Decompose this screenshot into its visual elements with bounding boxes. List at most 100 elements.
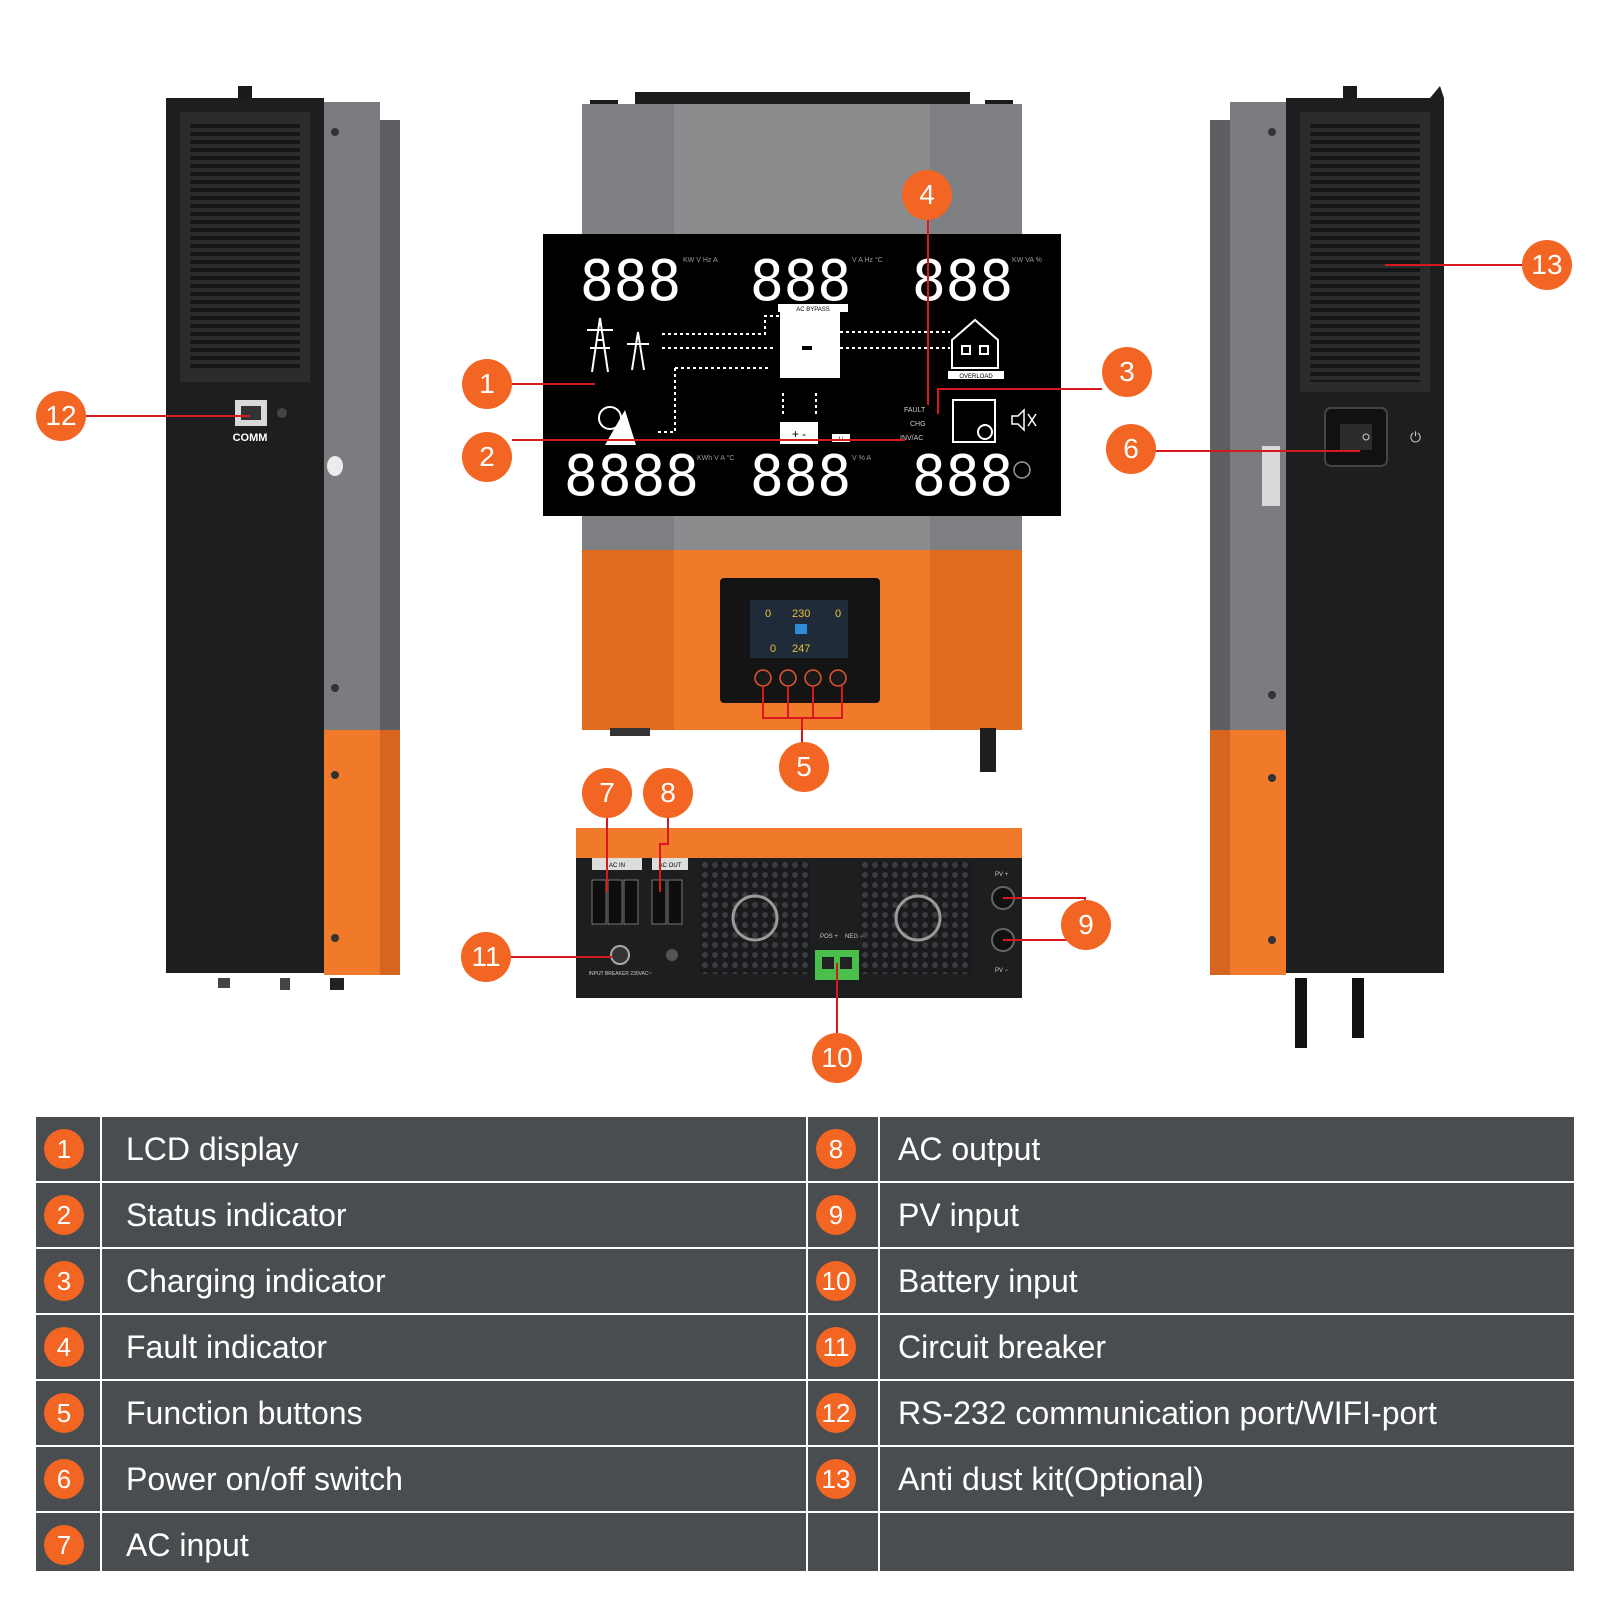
power-icon: ⏻ bbox=[1410, 429, 1421, 445]
up-button[interactable] bbox=[779, 669, 797, 687]
product-diagram: COMM 0 230 0 0 2 4 7 bbox=[86, 86, 1532, 1048]
legend-number: 13 bbox=[816, 1459, 856, 1499]
svg-text:+ -: + - bbox=[792, 427, 806, 441]
power-switch[interactable] bbox=[1340, 424, 1372, 450]
lcd-digits-bottom-mid: 888 bbox=[750, 444, 851, 509]
legend-row: 1 LCD display bbox=[36, 1117, 806, 1183]
charging-indicator: CHG bbox=[910, 421, 926, 428]
legend-row: 5 Function buttons bbox=[36, 1381, 806, 1447]
svg-text:0: 0 bbox=[765, 608, 771, 620]
pos-label: POS + bbox=[820, 934, 838, 940]
legend-number: 4 bbox=[44, 1327, 84, 1367]
legend-row: 12 RS-232 communication port/WIFI-port bbox=[808, 1381, 1574, 1447]
left-vent-grille bbox=[190, 120, 300, 370]
callout-10: 10 bbox=[812, 1033, 862, 1083]
legend-row: 11 Circuit breaker bbox=[808, 1315, 1574, 1381]
callout-9: 9 bbox=[1061, 900, 1111, 950]
legend-row: 13 Anti dust kit(Optional) bbox=[808, 1447, 1574, 1513]
ac-out-label: AC OUT bbox=[659, 863, 682, 869]
legend-number: 1 bbox=[44, 1129, 84, 1169]
solar-panel-icon bbox=[598, 406, 636, 445]
legend-row-empty bbox=[808, 1513, 1574, 1577]
callout-8: 8 bbox=[643, 768, 693, 818]
neg-label: NEG − bbox=[845, 934, 864, 940]
fan-icon bbox=[1013, 461, 1031, 479]
left-side-view: COMM bbox=[166, 86, 400, 990]
lcd-digits-top-mid: 888 bbox=[750, 249, 851, 314]
legend-number: 12 bbox=[816, 1393, 856, 1433]
callout-5: 5 bbox=[779, 742, 829, 792]
fault-indicator: FAULT bbox=[904, 407, 926, 414]
callout-2: 2 bbox=[462, 432, 512, 482]
mini-lcd-top: 230 bbox=[792, 608, 810, 620]
breaker-label: INPUT BREAKER 230VAC~ bbox=[589, 971, 652, 977]
legend-row: 4 Fault indicator bbox=[36, 1315, 806, 1381]
lcd-units-bm: V % A bbox=[852, 455, 871, 462]
lcd-digits-bottom-left: 8888 bbox=[564, 444, 699, 509]
right-side-view: ⏻ bbox=[1210, 86, 1444, 1048]
legend-number: 5 bbox=[44, 1393, 84, 1433]
legend-number: 9 bbox=[816, 1195, 856, 1235]
lcd-display: 888 888 888 8888 888 888 KW V Hz A V A H… bbox=[543, 234, 1061, 516]
legend-label: Circuit breaker bbox=[898, 1329, 1107, 1365]
settings-gear-icon bbox=[952, 399, 996, 443]
circuit-breaker[interactable] bbox=[610, 945, 630, 965]
callout-1: 1 bbox=[462, 359, 512, 409]
overload-label: OVERLOAD bbox=[959, 374, 993, 380]
legend-label: LCD display bbox=[126, 1131, 299, 1167]
legend-number: 3 bbox=[44, 1261, 84, 1301]
callout-6: 6 bbox=[1106, 424, 1156, 474]
legend-label: PV input bbox=[898, 1197, 1019, 1233]
legend-label: Charging indicator bbox=[126, 1263, 386, 1299]
ac-input-terminals bbox=[591, 879, 639, 925]
energy-flow-lines bbox=[655, 315, 950, 433]
status-indicator: INV/AC bbox=[900, 435, 923, 442]
legend-row: 2 Status indicator bbox=[36, 1183, 806, 1249]
legend-number: 7 bbox=[44, 1525, 84, 1565]
comm-label: COMM bbox=[233, 432, 268, 444]
function-buttons bbox=[754, 669, 847, 687]
legend-row: 9 PV input bbox=[808, 1183, 1574, 1249]
legend-row: 6 Power on/off switch bbox=[36, 1447, 806, 1513]
mute-icon bbox=[1011, 408, 1037, 432]
legend-row: 10 Battery input bbox=[808, 1249, 1574, 1315]
inverter-icon bbox=[780, 312, 840, 378]
legend-label: RS-232 communication port/WIFI-port bbox=[898, 1395, 1437, 1431]
legend-number: 8 bbox=[816, 1129, 856, 1169]
callout-11: 11 bbox=[461, 932, 511, 982]
left-fan-grille bbox=[700, 862, 810, 974]
house-icon bbox=[951, 318, 999, 369]
legend-table: 1 LCD display 2 Status indicator 3 Charg… bbox=[36, 1117, 1574, 1571]
ac-bypass-label: AC BYPASS bbox=[796, 307, 830, 313]
lcd-digits-top-left: 888 bbox=[580, 249, 681, 314]
legend-label: AC input bbox=[126, 1527, 249, 1563]
legend-label: Battery input bbox=[898, 1263, 1078, 1299]
lcd-units-tr: KW VA % bbox=[1012, 257, 1042, 264]
legend-row: 7 AC input bbox=[36, 1513, 806, 1577]
lcd-units-tl: KW V Hz A bbox=[683, 257, 718, 264]
legend-number: 10 bbox=[816, 1261, 856, 1301]
svg-text:0: 0 bbox=[770, 643, 776, 655]
legend-label: Anti dust kit(Optional) bbox=[898, 1461, 1204, 1497]
lcd-digits-bottom-right: 888 bbox=[912, 444, 1013, 509]
callout-7: 7 bbox=[582, 768, 632, 818]
down-button[interactable] bbox=[804, 669, 822, 687]
lcd-units-bl: KWh V A °C bbox=[697, 454, 734, 462]
pv-cable-right bbox=[1352, 978, 1364, 1038]
legend-label: Fault indicator bbox=[126, 1329, 327, 1365]
callout-3: 3 bbox=[1102, 347, 1152, 397]
pv-minus-label: PV − bbox=[995, 968, 1009, 974]
bottom-view: AC IN AC OUT INPUT BREAKER 230VAC~ POS +… bbox=[576, 828, 1022, 998]
ac-in-label: AC IN bbox=[609, 863, 625, 869]
enter-button[interactable] bbox=[829, 669, 847, 687]
callout-4: 4 bbox=[902, 170, 952, 220]
legend-label: Power on/off switch bbox=[126, 1461, 403, 1497]
legend-label: Function buttons bbox=[126, 1395, 363, 1431]
esc-button[interactable] bbox=[754, 669, 772, 687]
grid-tower-icon bbox=[587, 317, 649, 373]
svg-text:0: 0 bbox=[835, 608, 841, 620]
callout-12: 12 bbox=[36, 391, 86, 441]
pv-cable-left bbox=[1295, 978, 1307, 1048]
pv-plus-label: PV + bbox=[995, 872, 1009, 878]
legend-divider bbox=[806, 1117, 808, 1571]
